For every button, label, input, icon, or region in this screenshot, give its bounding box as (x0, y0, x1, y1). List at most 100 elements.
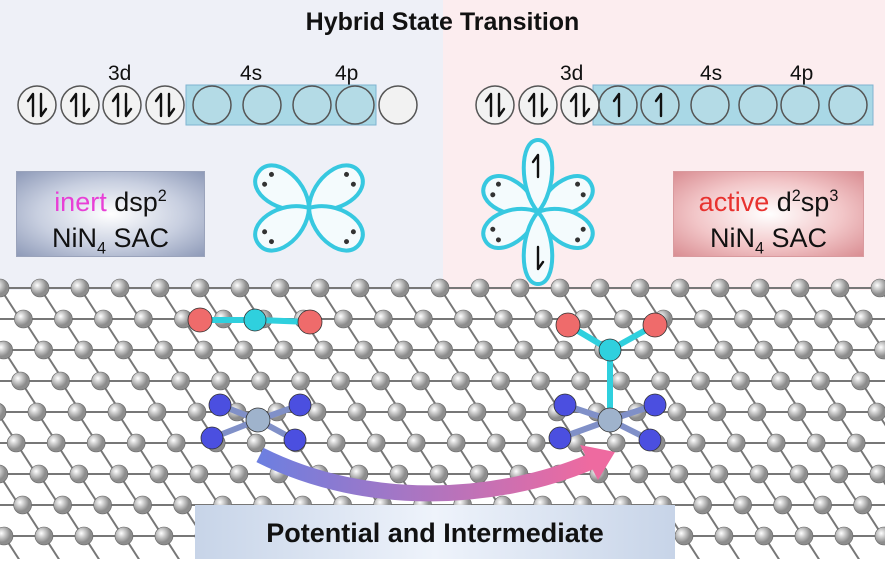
carbon-atom (13, 495, 32, 515)
right-hybrid-box (592, 84, 874, 126)
orbital-circle (145, 85, 185, 125)
carbon-atom (314, 340, 333, 360)
carbon-atom (634, 340, 653, 360)
carbon-atom (806, 433, 826, 453)
carbon-atom (54, 309, 73, 329)
electron-dot (350, 181, 356, 187)
carbon-atom (754, 340, 773, 360)
carbon-atom (114, 526, 134, 546)
carbon-atom (274, 340, 293, 360)
carbon-atom (387, 402, 407, 422)
electron-dot (495, 181, 501, 187)
carbon-atom (774, 309, 793, 329)
carbon-atom (229, 464, 249, 484)
spin-up-arrow-icon (111, 92, 120, 118)
catalyst-suffix: SAC (763, 223, 828, 253)
inert-word: inert (54, 187, 107, 217)
left-3d-label: 3d (108, 62, 132, 85)
carbon-atom (427, 402, 447, 422)
orbital-circle (475, 85, 515, 125)
hybrid-d: d (776, 187, 792, 217)
carbon-atom (14, 309, 33, 329)
carbon-atom (107, 402, 127, 422)
carbon-atom (771, 371, 790, 391)
right-4p-label: 4p (790, 62, 814, 85)
carbon-atom (291, 371, 310, 391)
carbon-atom (173, 495, 192, 515)
electron-dot (490, 192, 496, 198)
carbon-atom (326, 433, 346, 453)
orbital-circle (378, 85, 418, 125)
spin-up-arrow-icon (612, 92, 621, 118)
spin-down-arrow-icon (582, 92, 591, 118)
spin-up-arrow-icon (527, 92, 536, 118)
carbon-atom (494, 309, 513, 329)
carbon-atom (114, 340, 133, 360)
carbon-atom (154, 340, 173, 360)
carbon-atom (834, 340, 853, 360)
carbon-atom (434, 340, 453, 360)
carbon-atom (230, 278, 250, 298)
carbon-atom (134, 309, 153, 329)
active-word: active (698, 187, 770, 217)
carbon-atom (29, 464, 49, 484)
nickel-atom (245, 407, 271, 433)
carbon-atom (734, 309, 753, 329)
electron-dot (268, 239, 274, 245)
carbon-atom (794, 526, 814, 546)
orbital-circle (560, 85, 600, 125)
nitrogen-atom (548, 426, 572, 450)
electron-dot (490, 226, 496, 232)
nitrogen-atom (283, 428, 307, 452)
nitrogen-atom (208, 393, 232, 417)
carbon-atom (211, 371, 230, 391)
carbon-atom (91, 371, 110, 391)
carbon-atom-co2 (598, 338, 622, 362)
dsp2-lobe (306, 204, 365, 253)
carbon-atom (467, 402, 487, 422)
carbon-atom (531, 371, 550, 391)
carbon-atom (693, 495, 712, 515)
carbon-atom (554, 340, 573, 360)
carbon-atom (190, 278, 210, 298)
carbon-atom (371, 371, 390, 391)
carbon-atom (27, 402, 47, 422)
carbon-atom (354, 340, 373, 360)
spin-up-arrow-icon (484, 92, 493, 118)
electron-dot (575, 237, 581, 243)
carbon-atom (469, 464, 489, 484)
carbon-atom (30, 278, 50, 298)
catalyst-subscript: 4 (754, 239, 764, 258)
carbon-atom (430, 278, 450, 298)
carbon-atom (0, 464, 9, 484)
carbon-atom (270, 278, 290, 298)
page-title: Hybrid State Transition (305, 8, 580, 36)
carbon-atom (486, 433, 506, 453)
nitrogen-atom (553, 393, 577, 417)
carbon-atom (171, 371, 190, 391)
carbon-atom (74, 340, 93, 360)
carbon-atom (691, 371, 710, 391)
hybrid-label: dsp (114, 187, 158, 217)
carbon-atom (714, 340, 733, 360)
carbon-atom (109, 464, 129, 484)
carbon-atom (70, 278, 90, 298)
orbital-circle (828, 85, 868, 125)
carbon-atom (827, 402, 847, 422)
carbon-atom (154, 526, 174, 546)
carbon-atom (669, 464, 689, 484)
carbon-atom (507, 402, 527, 422)
carbon-atom (187, 402, 207, 422)
electron-dot (262, 181, 268, 187)
carbon-atom (110, 278, 130, 298)
carbon-atom (470, 278, 490, 298)
right-3d-label: 3d (560, 62, 584, 85)
carbon-atom (694, 309, 713, 329)
spin-up-arrow-icon (154, 92, 163, 118)
hybrid-superscript: 2 (157, 187, 167, 205)
orbital-circle (60, 85, 100, 125)
spin-down-arrow-icon (39, 92, 48, 118)
carbon-atom (814, 309, 833, 329)
carbon-atom (834, 526, 854, 546)
